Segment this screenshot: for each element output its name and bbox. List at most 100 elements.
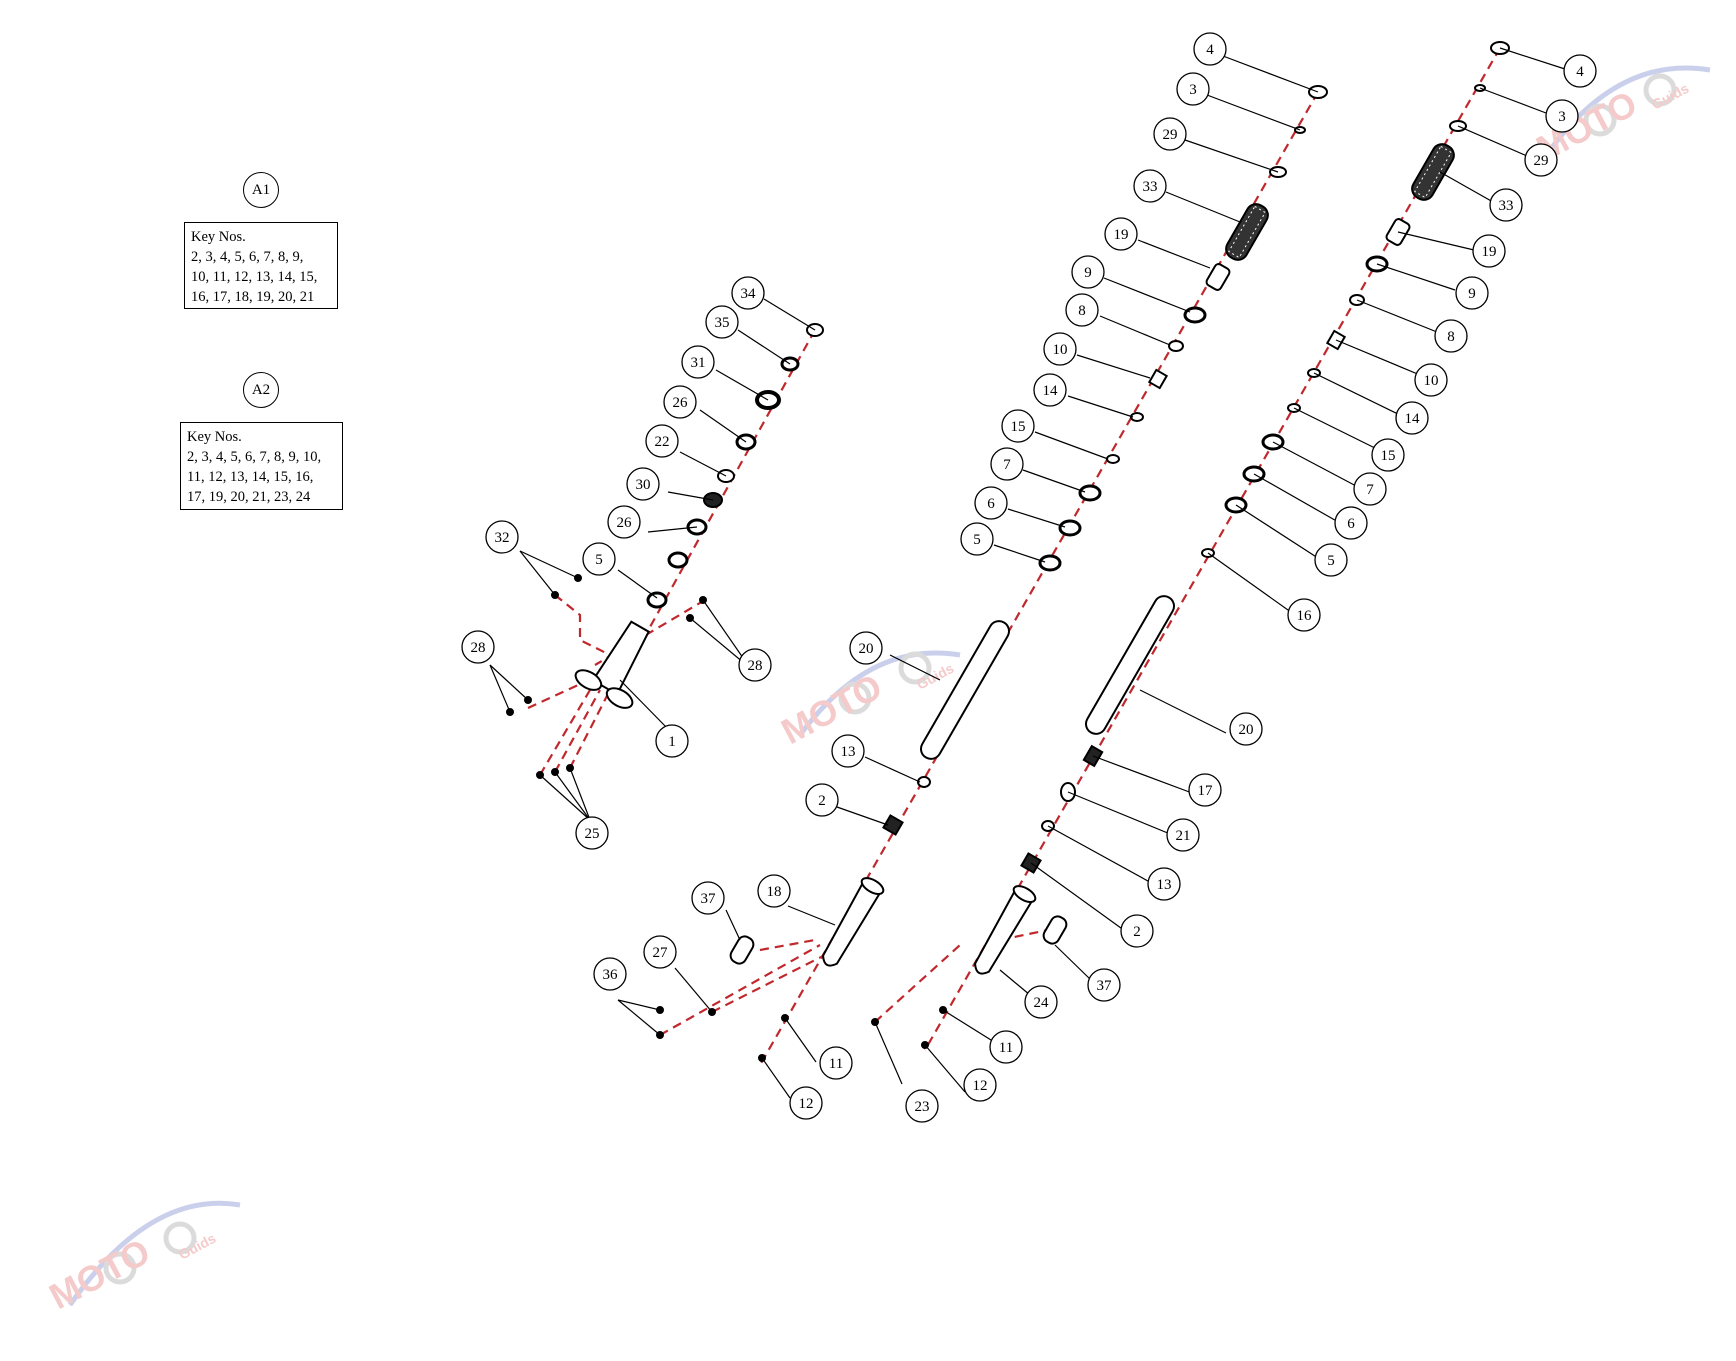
- callout-35: 35: [705, 305, 739, 339]
- callout-5: 5: [582, 542, 616, 576]
- svg-text:10: 10: [1424, 373, 1439, 389]
- callout-8: 8: [1434, 319, 1468, 353]
- callout-12: 12: [789, 1086, 823, 1120]
- svg-text:1: 1: [668, 734, 676, 750]
- svg-text:12: 12: [973, 1078, 988, 1094]
- callout-3: 3: [1545, 99, 1579, 133]
- svg-text:21: 21: [1176, 828, 1191, 844]
- callout-2: 2: [805, 783, 839, 817]
- axis-bolt-25a: [539, 689, 591, 776]
- axis-bolt-36: [659, 944, 821, 1036]
- svg-text:33: 33: [1143, 179, 1158, 195]
- svg-text:4: 4: [1206, 42, 1214, 58]
- key-line: Key Nos.: [191, 229, 246, 245]
- axis-cap-37-left: [759, 938, 816, 952]
- svg-text:4: 4: [1576, 64, 1584, 80]
- callout-33: 33: [1489, 188, 1523, 222]
- svg-text:5: 5: [595, 552, 603, 568]
- callout-33: 33: [1133, 169, 1167, 203]
- callout-19: 19: [1104, 217, 1138, 251]
- svg-text:13: 13: [1157, 877, 1172, 893]
- fork-tube-left: [920, 620, 1010, 760]
- callout-26: 26: [663, 385, 697, 419]
- axis-bolt-32: [554, 594, 621, 661]
- axis-bolt-25b: [554, 689, 601, 773]
- svg-text:37: 37: [701, 891, 717, 907]
- leader-lines: [489, 47, 1569, 1099]
- svg-text:8: 8: [1447, 329, 1455, 345]
- svg-text:3: 3: [1558, 109, 1566, 125]
- part-5-left: [1038, 554, 1062, 572]
- watermark-text: MOTO: [43, 1230, 157, 1317]
- svg-text:29: 29: [1163, 127, 1178, 143]
- part-8-left: [1168, 340, 1184, 352]
- axis-bolt-25c: [569, 689, 611, 769]
- svg-text:36: 36: [603, 967, 619, 983]
- callout-34: 34: [731, 276, 765, 310]
- callout-14: 14: [1395, 401, 1429, 435]
- callout-32: 32: [485, 520, 519, 554]
- svg-text:6: 6: [987, 496, 995, 512]
- svg-text:35: 35: [715, 315, 730, 331]
- watermark-sub: Guids: [914, 660, 957, 693]
- svg-text:14: 14: [1405, 411, 1421, 427]
- callout-6: 6: [974, 486, 1008, 520]
- small-parts: [506, 41, 1510, 1062]
- callout-12: 12: [963, 1068, 997, 1102]
- part-13-left: [917, 776, 931, 788]
- svg-text:15: 15: [1381, 448, 1396, 464]
- group-a2-label: A2: [243, 372, 279, 408]
- svg-text:19: 19: [1482, 244, 1497, 260]
- callout-4: 4: [1563, 54, 1597, 88]
- svg-text:14: 14: [1043, 383, 1059, 399]
- key-line: 17, 19, 20, 21, 23, 24: [187, 489, 311, 505]
- cap-37-left: [729, 935, 755, 965]
- svg-text:6: 6: [1347, 516, 1355, 532]
- part-14-left: [1130, 412, 1144, 422]
- callout-21: 21: [1166, 818, 1200, 852]
- callout-13: 13: [1147, 867, 1181, 901]
- callout-20: 20: [849, 631, 883, 665]
- callout-3: 3: [1176, 72, 1210, 106]
- callout-9: 9: [1071, 255, 1105, 289]
- svg-text:27: 27: [653, 945, 669, 961]
- svg-text:9: 9: [1084, 265, 1092, 281]
- callout-14: 14: [1033, 373, 1067, 407]
- part-19-left: [1205, 263, 1231, 291]
- callout-19: 19: [1472, 234, 1506, 268]
- callout-20: 20: [1229, 712, 1263, 746]
- svg-text:8: 8: [1078, 303, 1086, 319]
- callout-37: 37: [691, 881, 725, 915]
- callout-36: 36: [593, 957, 627, 991]
- svg-text:11: 11: [829, 1056, 843, 1072]
- callout-28: 28: [461, 630, 495, 664]
- callout-28: 28: [738, 648, 772, 682]
- svg-text:7: 7: [1003, 457, 1011, 473]
- svg-text:2: 2: [1133, 924, 1141, 940]
- callout-16: 16: [1287, 598, 1321, 632]
- callout-10: 10: [1414, 363, 1448, 397]
- svg-text:16: 16: [1297, 608, 1313, 624]
- callout-5: 5: [1314, 543, 1348, 577]
- svg-text:37: 37: [1097, 978, 1113, 994]
- key-line: 11, 12, 13, 14, 15, 16,: [187, 469, 314, 485]
- callout-27: 27: [643, 935, 677, 969]
- key-line: Key Nos.: [187, 429, 242, 445]
- callout-7: 7: [990, 447, 1024, 481]
- callout-26: 26: [607, 505, 641, 539]
- part-9-left: [1183, 306, 1207, 324]
- axis-fork-a2: [924, 47, 1501, 1051]
- callout-18: 18: [757, 874, 791, 908]
- group-a1-label: A1: [243, 172, 279, 208]
- axis-bolt-27: [711, 949, 836, 1013]
- callout-23: 23: [905, 1089, 939, 1123]
- svg-text:17: 17: [1198, 783, 1214, 799]
- fork-tube-right: [1085, 595, 1175, 735]
- callout-5: 5: [960, 522, 994, 556]
- svg-text:5: 5: [973, 532, 981, 548]
- group-a2-key-box: Key Nos. 2, 3, 4, 5, 6, 7, 8, 9, 10, 11,…: [180, 422, 343, 510]
- svg-text:31: 31: [691, 355, 706, 371]
- svg-text:13: 13: [841, 744, 856, 760]
- svg-text:23: 23: [915, 1099, 930, 1115]
